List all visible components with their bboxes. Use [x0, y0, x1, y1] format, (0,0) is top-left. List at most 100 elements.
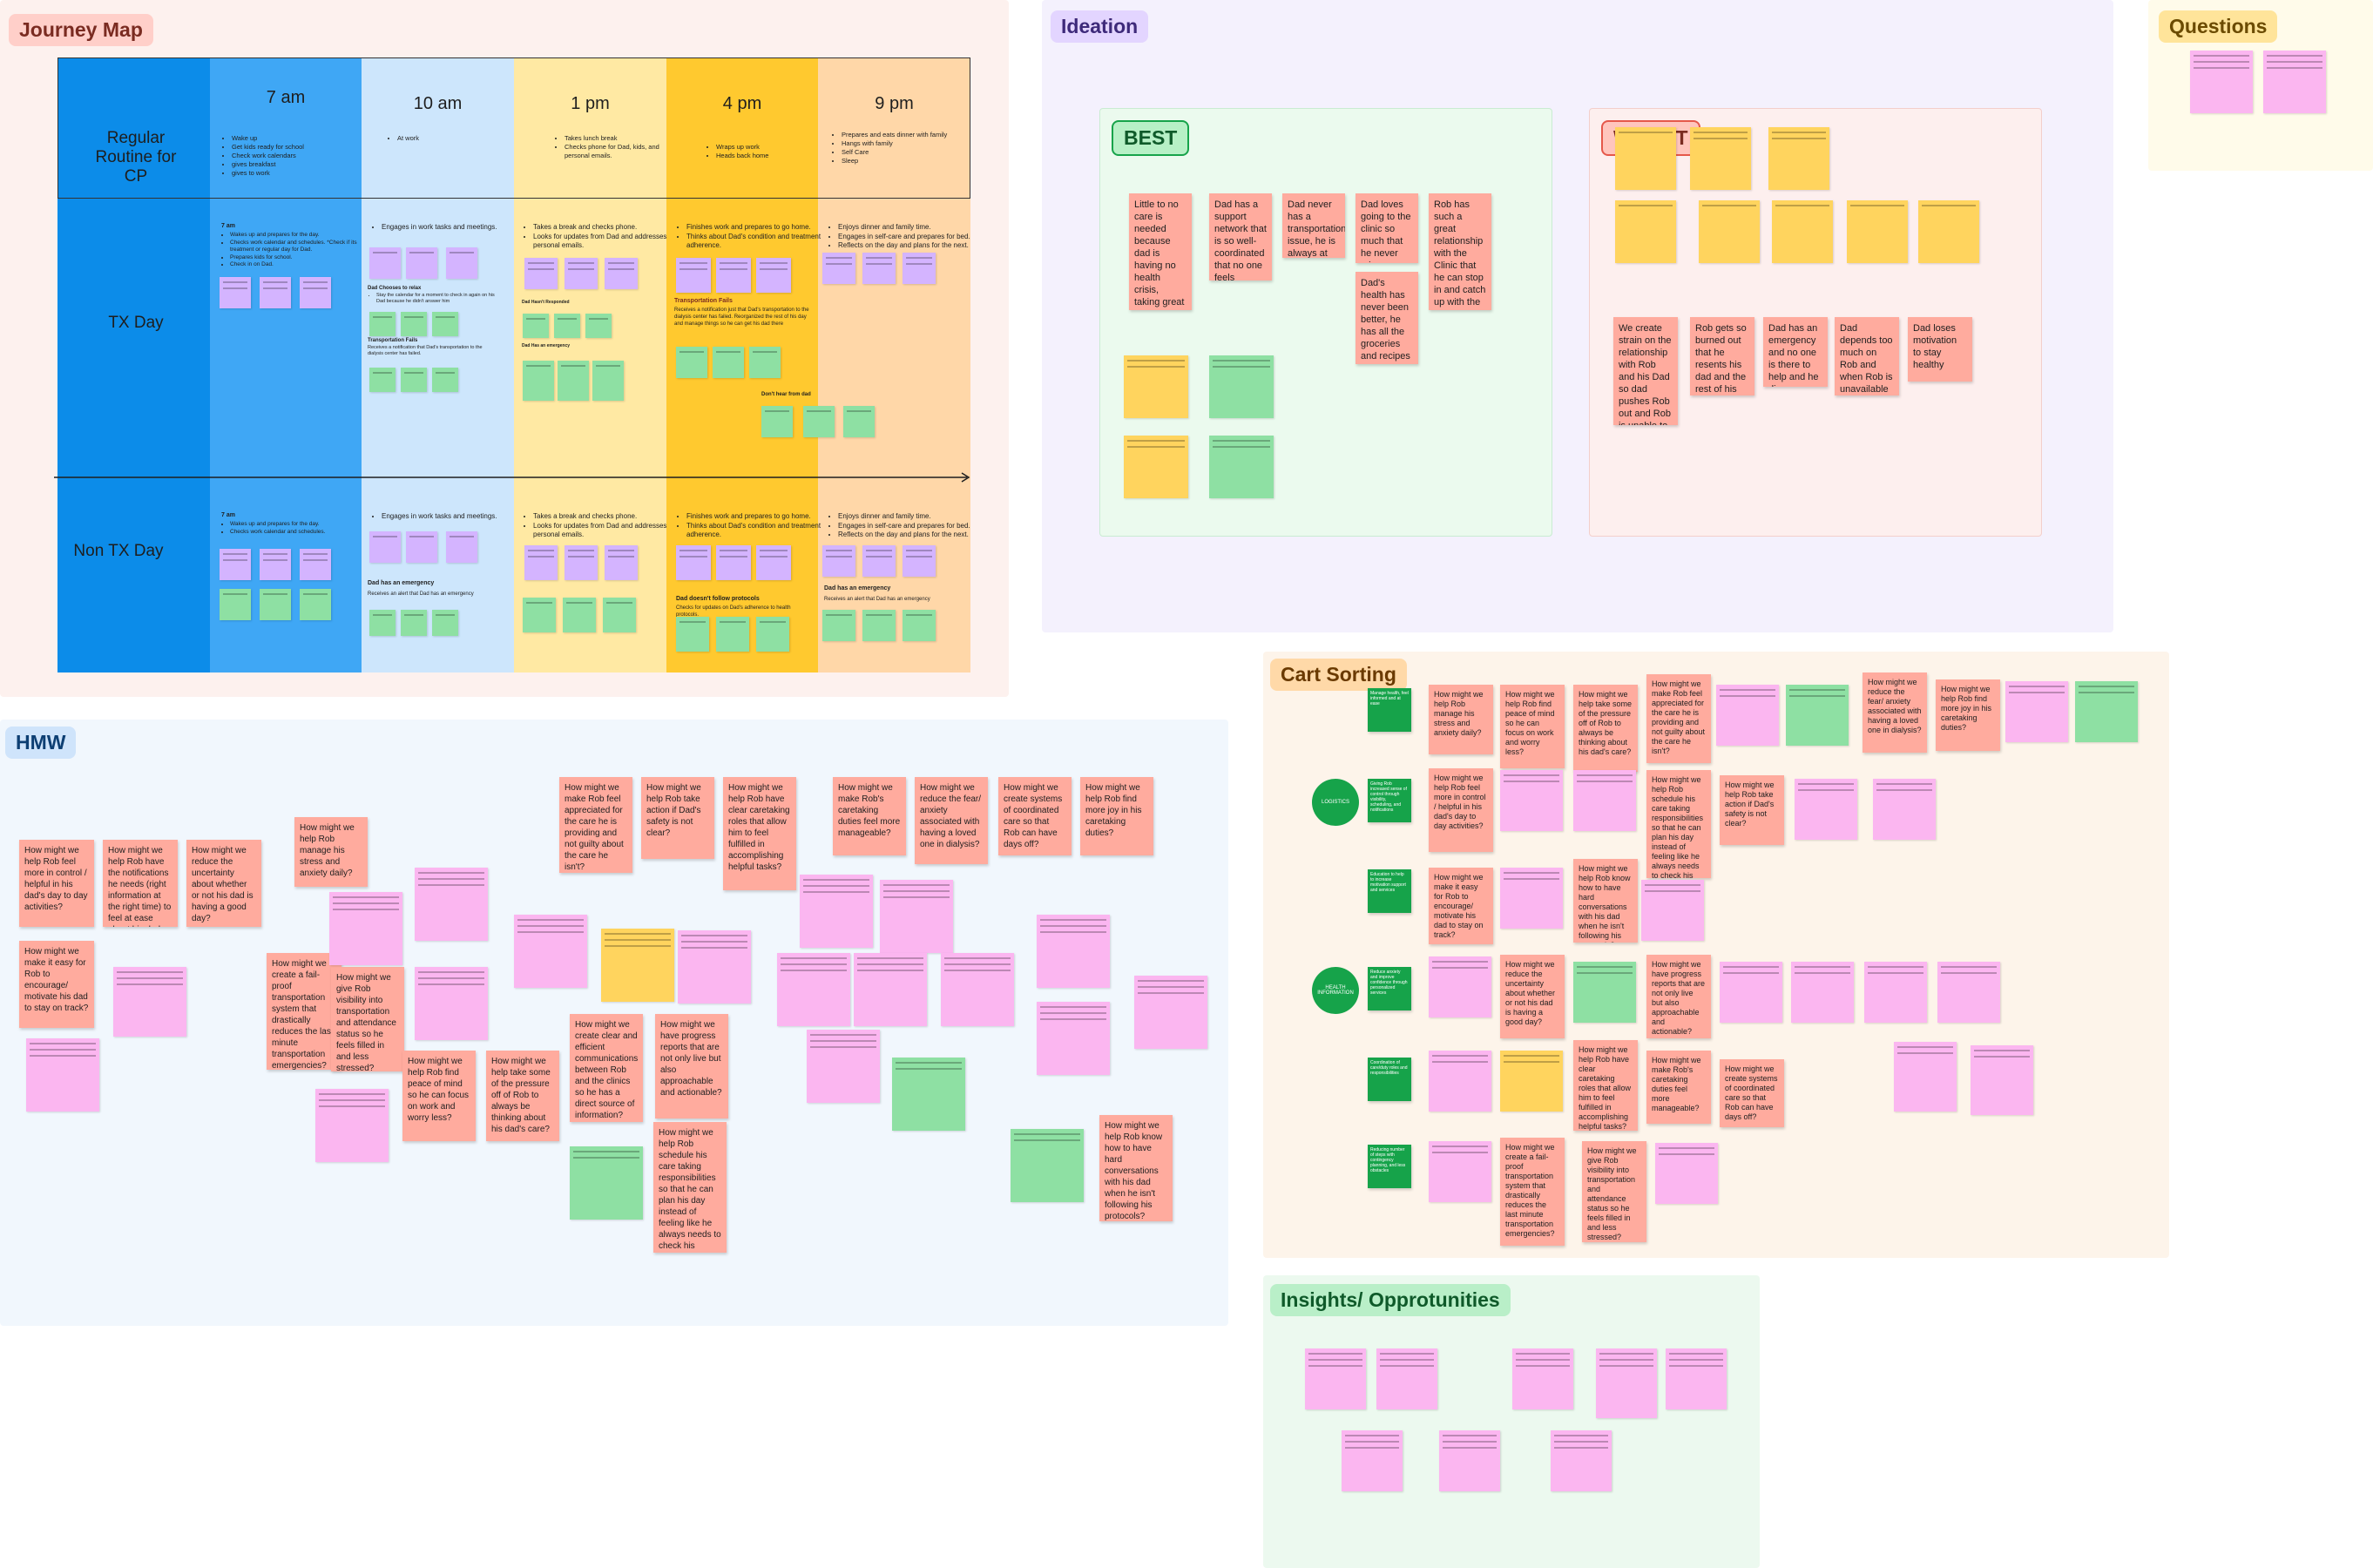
hmw-note[interactable]: How might we give Rob visibility into tr…	[331, 967, 404, 1071]
hmw-note[interactable]: How might we create systems of coordinat…	[998, 777, 1072, 855]
tx-7am-list: Wakes up and prepares for the day. Check…	[221, 232, 361, 269]
mini-note	[369, 368, 396, 392]
hmw-note[interactable]: How might we create a fail-proof transpo…	[267, 953, 341, 1070]
tx-item: Stay the calendar for a moment to check …	[376, 293, 498, 305]
tx-item: Prepares kids for school.	[230, 254, 361, 262]
cart-note[interactable]: How might we create systems of coordinat…	[1720, 1059, 1784, 1127]
routine-box	[57, 57, 970, 199]
worst-note[interactable]: Rob gets so burned out that he resents h…	[1690, 317, 1754, 395]
cart-note[interactable]: How might we reduce the uncertainty abou…	[1500, 955, 1565, 1038]
non-emerg2-title: Dad has an emergency	[824, 585, 891, 591]
mini-note	[749, 347, 781, 378]
hmw-note[interactable]: How might we help take some of the press…	[486, 1051, 559, 1141]
non-item: Finishes work and prepares to go home.	[686, 512, 821, 522]
hmw-note[interactable]: How might we help Rob have the notificat…	[103, 840, 178, 927]
mini-note	[260, 549, 291, 580]
tx-item: Finishes work and prepares to go home.	[686, 223, 821, 233]
best-note[interactable]: Dad's health has never been better, he h…	[1356, 272, 1418, 364]
mini-note	[558, 361, 589, 401]
best-note[interactable]: Dad has a support network that is so wel…	[1209, 193, 1272, 280]
cart-note[interactable]: How might we help Rob take action if Dad…	[1720, 775, 1784, 845]
mini-note	[406, 247, 437, 279]
cart-category: Reduce anxiety and improve confidence th…	[1368, 967, 1411, 1010]
cart-note[interactable]: How might we make Rob feel appreciated f…	[1646, 674, 1711, 763]
routine-4pm-list: Wraps up work Heads back home	[707, 143, 821, 160]
hmw-note[interactable]: How might we create clear and efficient …	[570, 1014, 643, 1122]
best-note[interactable]: Little to no care is needed because dad …	[1129, 193, 1192, 310]
hmw-note[interactable]: How might we help Rob have clear caretak…	[723, 777, 796, 890]
cart-note[interactable]: How might we make Rob's caretaking dutie…	[1646, 1051, 1711, 1124]
hmw-mini-note	[800, 875, 873, 948]
insight-note	[1551, 1430, 1612, 1491]
hmw-note[interactable]: How might we help Rob manage his stress …	[294, 817, 368, 887]
hmw-mini-note	[941, 953, 1014, 1026]
cart-note[interactable]: How might we help Rob manage his stress …	[1429, 685, 1493, 754]
cart-note[interactable]: How might we give Rob visibility into tr…	[1582, 1141, 1646, 1242]
worst-note[interactable]: Dad has an emergency and no one is there…	[1763, 317, 1828, 387]
mini-note	[369, 610, 396, 636]
non-item: Engages in work tasks and meetings.	[382, 512, 517, 522]
hmw-note[interactable]: How might we help Rob take action if Dad…	[641, 777, 714, 859]
mini-note	[446, 531, 477, 563]
hmw-mini-note	[113, 967, 186, 1037]
hmw-note[interactable]: How might we make it easy for Rob to enc…	[19, 941, 94, 1028]
hmw-note[interactable]: How might we help Rob find peace of mind…	[402, 1051, 476, 1141]
mini-note	[563, 598, 596, 632]
hmw-note[interactable]: How might we help Rob know how to have h…	[1099, 1115, 1173, 1221]
worst-note[interactable]: Dad depends too much on Rob and when Rob…	[1835, 317, 1899, 395]
mini-note	[803, 406, 835, 437]
tx-item: Reflects on the day and plans for the ne…	[838, 241, 973, 251]
best-note[interactable]: Rob has such a great relationship with t…	[1429, 193, 1491, 310]
cart-circle-health: HEALTH INFORMATION	[1312, 967, 1359, 1014]
worst-mini-note	[1768, 127, 1829, 190]
routine-item: Get kids ready for school	[232, 143, 362, 152]
cart-mini-note	[1971, 1045, 2033, 1115]
best-note[interactable]: Dad never has a transportation issue, he…	[1282, 193, 1345, 258]
journey-map-label: Journey Map	[9, 14, 153, 46]
worst-mini-note	[1615, 200, 1676, 263]
hmw-note[interactable]: How might we help Rob schedule his care …	[653, 1122, 727, 1253]
hmw-mini-note	[514, 915, 587, 988]
mini-note	[369, 247, 401, 279]
hmw-mini-note	[1011, 1129, 1084, 1202]
hmw-note[interactable]: How might we make Rob feel appreciated f…	[559, 777, 632, 873]
best-note[interactable]: Dad loves going to the clinic so much th…	[1356, 193, 1418, 263]
cart-note[interactable]: How might we help Rob know how to have h…	[1573, 859, 1638, 943]
hmw-note[interactable]: How might we reduce the fear/ anxiety as…	[915, 777, 988, 864]
time-4pm: 4 pm	[722, 94, 762, 113]
cart-note[interactable]: How might we help take some of the press…	[1573, 685, 1638, 772]
hmw-note[interactable]: How might we reduce the uncertainty abou…	[186, 840, 261, 927]
cart-mini-note	[1873, 779, 1936, 840]
cart-mini-note	[1500, 868, 1563, 929]
hmw-note[interactable]: How might we help Rob feel more in contr…	[19, 840, 94, 927]
mini-note	[220, 589, 251, 620]
hmw-note[interactable]: How might we help Rob find more joy in h…	[1080, 777, 1153, 855]
cart-mini-note	[1864, 962, 1927, 1023]
cart-note[interactable]: How might we make it easy for Rob to enc…	[1429, 868, 1493, 944]
hmw-note[interactable]: How might we have progress reports that …	[655, 1014, 728, 1119]
worst-mini-note	[1690, 127, 1751, 190]
tx-1pm-list: Takes a break and checks phone. Looks fo…	[524, 223, 668, 251]
mini-note	[756, 258, 791, 293]
non-item: Enjoys dinner and family time.	[838, 512, 973, 522]
tx-item: Wakes up and prepares for the day.	[230, 232, 361, 240]
non-7am-title: 7 am	[221, 512, 235, 518]
worst-note[interactable]: We create strain on the relationship wit…	[1613, 317, 1678, 425]
cart-note[interactable]: How might we help Rob schedule his care …	[1646, 770, 1711, 878]
cart-note[interactable]: How might we help Rob find more joy in h…	[1936, 679, 2000, 751]
hmw-note[interactable]: How might we make Rob's caretaking dutie…	[833, 777, 906, 855]
cart-note[interactable]: How might we help Rob find peace of mind…	[1500, 685, 1565, 768]
tx-trans-title: Transportation Fails	[368, 338, 418, 343]
non-item: Takes a break and checks phone.	[533, 512, 668, 522]
worst-note[interactable]: Dad loses motivation to stay healthy	[1908, 317, 1972, 382]
best-mini-note	[1124, 355, 1188, 418]
routine-item: Check work calendars	[232, 152, 362, 160]
cart-note[interactable]: How might we create a fail-proof transpo…	[1500, 1138, 1565, 1246]
cart-note[interactable]: How might we reduce the fear/ anxiety as…	[1863, 672, 1927, 753]
mini-note	[822, 610, 855, 641]
cart-note[interactable]: How might we have progress reports that …	[1646, 955, 1711, 1038]
non-7am-list: Wakes up and prepares for the day. Check…	[221, 521, 361, 536]
cart-note[interactable]: How might we help Rob have clear caretak…	[1573, 1040, 1638, 1131]
non-item: Thinks about Dad's condition and treatme…	[686, 522, 821, 540]
cart-note[interactable]: How might we help Rob feel more in contr…	[1429, 768, 1493, 852]
